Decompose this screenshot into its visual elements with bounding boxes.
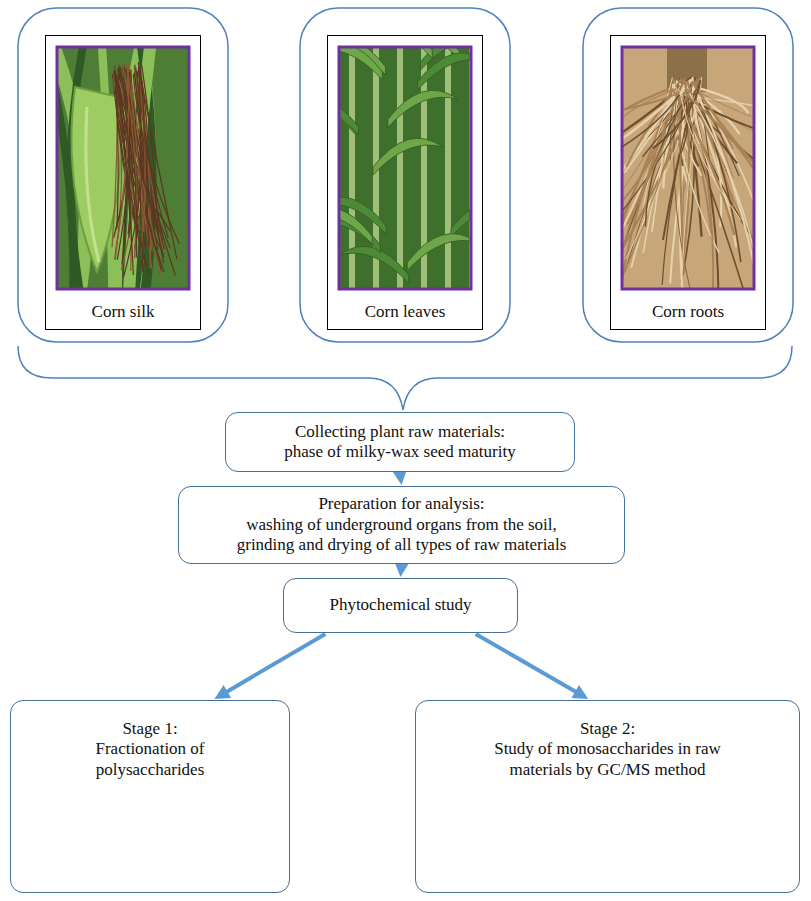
box-heading: Corn silk xyxy=(89,302,158,322)
stage-box: Stage 1:Fractionation of polysaccharides xyxy=(10,700,290,893)
arrow-head xyxy=(572,685,589,699)
arrow-shaft xyxy=(226,634,326,692)
photo-layer xyxy=(46,21,771,304)
rounded-panel xyxy=(583,8,793,342)
panel-outlines xyxy=(18,8,793,342)
flow-arrow xyxy=(214,634,325,699)
box-heading: Phytochemical study xyxy=(329,595,471,615)
photo xyxy=(339,47,471,289)
box-heading: Corn roots xyxy=(649,302,727,322)
curly-brace xyxy=(18,346,792,410)
box-body: Fractionation of polysaccharides xyxy=(63,739,238,780)
photo-frame: Corn silk xyxy=(45,35,201,330)
process-box: Collecting plant raw materials:phase of … xyxy=(225,412,575,472)
photo xyxy=(622,47,754,289)
box-body: Study of monosaccharides in raw material… xyxy=(494,739,722,780)
box-heading: Corn leaves xyxy=(362,302,449,322)
box-body: phase of milky-wax seed maturity xyxy=(284,442,515,462)
photo xyxy=(57,47,189,289)
stage-box: Stage 2:Study of monosaccharides in raw … xyxy=(415,700,800,893)
arrow-shaft xyxy=(476,634,577,692)
process-box: Phytochemical study xyxy=(283,578,518,633)
flow-arrow xyxy=(476,634,589,699)
photo-border xyxy=(57,47,189,289)
box-heading: Stage 2: xyxy=(580,719,635,739)
box-heading: Stage 1: xyxy=(122,719,177,739)
rounded-panel xyxy=(300,8,510,342)
box-body: washing of underground organs from the s… xyxy=(217,515,587,556)
photo-border xyxy=(622,47,754,289)
rounded-panel xyxy=(18,8,228,342)
process-box: Preparation for analysis:washing of unde… xyxy=(178,486,625,564)
arrow-head xyxy=(214,685,231,699)
photo-frame: Corn leaves xyxy=(327,35,483,330)
box-heading: Preparation for analysis: xyxy=(318,494,484,514)
photo-frame: Corn roots xyxy=(610,35,766,330)
photo-border xyxy=(339,47,471,289)
box-heading: Collecting plant raw materials: xyxy=(295,422,505,442)
